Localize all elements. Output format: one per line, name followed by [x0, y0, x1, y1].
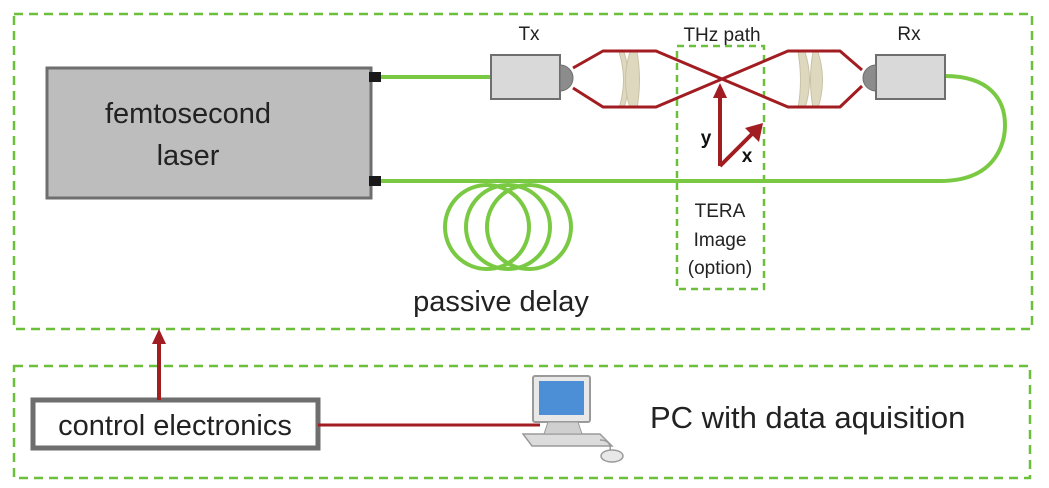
electronics-frame	[12, 364, 1032, 480]
laser-label-line2: laser	[157, 140, 220, 172]
control-arrow	[152, 329, 166, 400]
laser-output-port-top	[369, 72, 381, 82]
fiber-to-rx	[381, 74, 1008, 183]
tera-image-line1: TERA	[695, 201, 746, 222]
optical-fibers	[381, 74, 1008, 183]
rx-antenna-lens	[862, 64, 877, 92]
laser-output-port-bottom	[369, 176, 381, 186]
thz-path-label: THz path	[683, 25, 760, 46]
computer-icon	[521, 375, 624, 463]
tx-antenna-lens	[559, 64, 574, 92]
control-arrowhead	[152, 329, 166, 344]
passive-delay-label: passive delay	[413, 286, 589, 318]
thz-lens-right-b	[810, 51, 823, 109]
thz-lens-left-b	[625, 51, 640, 109]
tx-label: Tx	[518, 24, 540, 45]
femtosecond-laser: femtosecond laser	[45, 66, 381, 200]
tera-image-region	[675, 44, 766, 291]
y-axis-arrowhead	[713, 83, 727, 98]
optical-system-frame	[12, 12, 1034, 331]
thz-beam	[572, 49, 864, 109]
rx-module	[862, 54, 946, 100]
pc-label: PC with data aquisition	[650, 400, 965, 435]
y-axis-label: y	[701, 128, 712, 149]
rx-label: Rx	[897, 24, 921, 45]
passive-delay-coil	[443, 183, 573, 271]
tera-image-line3: (option)	[688, 258, 752, 279]
control-electronics: control electronics	[30, 397, 321, 451]
x-axis-arrow	[718, 132, 754, 168]
control-electronics-label: control electronics	[58, 410, 292, 442]
laser-label-line1: femtosecond	[105, 98, 271, 130]
tx-module	[490, 54, 574, 100]
tera-image-line2: Image	[694, 230, 747, 251]
xy-axes	[713, 83, 763, 168]
x-axis-arrowhead	[745, 123, 763, 142]
thz-lens-right-a	[797, 51, 810, 109]
x-axis-label: x	[742, 146, 753, 167]
